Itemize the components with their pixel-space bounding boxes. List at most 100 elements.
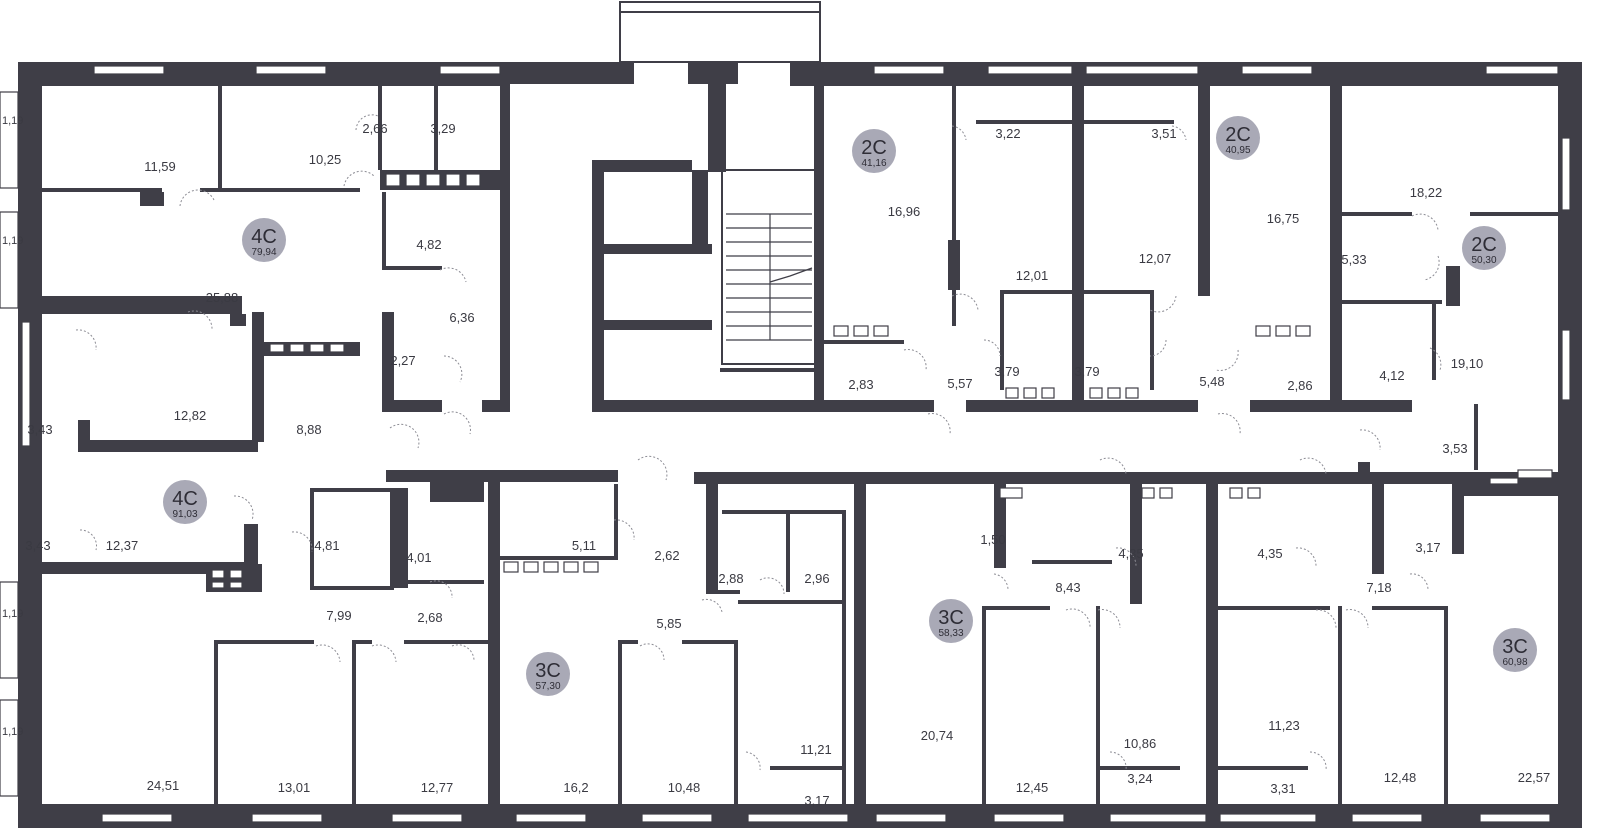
room-area-label: 3,51 xyxy=(1151,126,1176,141)
room-area-label: 11,59 xyxy=(144,159,176,174)
room-area-label: 5,33 xyxy=(1341,252,1366,267)
room-area-label: 4,01 xyxy=(406,550,431,565)
room-area-label: 2,88 xyxy=(718,571,743,586)
apartment-type-label: 2C xyxy=(861,137,887,159)
apartment-total-area: 40,95 xyxy=(1225,145,1250,156)
door-swings xyxy=(75,114,1442,771)
room-area-label: 2,62 xyxy=(654,548,679,563)
room-area-label: 12,48 xyxy=(1384,770,1417,785)
room-area-label: 11,21 xyxy=(800,742,832,757)
balcony-area-label: 1,19 xyxy=(2,115,23,127)
balcony-area-label: 1,19 xyxy=(2,235,23,247)
apartment-type-label: 4C xyxy=(172,488,198,510)
apartment-badges: 4C79,944C91,032C41,162C40,952C50,303C57,… xyxy=(163,116,1537,696)
room-area-label: 25,88 xyxy=(206,290,239,305)
room-area-label: 4,35 xyxy=(1118,546,1143,561)
apartment-badge-circle xyxy=(163,480,207,524)
shaft-blocks xyxy=(211,173,1553,589)
room-area-label: 12,77 xyxy=(421,780,454,795)
room-area-label: 19,10 xyxy=(1451,356,1484,371)
apartment-type-label: 4C xyxy=(251,226,277,248)
room-area-label: 3,22 xyxy=(995,126,1020,141)
room-area-label: 16,75 xyxy=(1267,211,1300,226)
room-area-label: 16,96 xyxy=(888,204,921,219)
apartment-badge-circle xyxy=(852,129,896,173)
room-area-label: 16,2 xyxy=(563,780,588,795)
room-area-label: 7,99 xyxy=(326,608,351,623)
room-area-label: 10,86 xyxy=(1124,736,1157,751)
room-area-label: 4,35 xyxy=(1257,546,1282,561)
stair-steps xyxy=(726,213,813,341)
room-area-label: 8,88 xyxy=(296,422,321,437)
stair-tower xyxy=(619,1,821,372)
room-area-label: 4,82 xyxy=(416,237,441,252)
apartment-type-label: 2C xyxy=(1225,124,1251,146)
apartment-badge-circle xyxy=(242,218,286,262)
apartment-badge-circle xyxy=(1493,628,1537,672)
room-area-label: 4,81 xyxy=(314,538,339,553)
balconies xyxy=(0,91,19,797)
apartment-type-label: 3C xyxy=(1502,636,1528,658)
apartment-total-area: 50,30 xyxy=(1471,255,1496,266)
balcony-area-label: 1,19 xyxy=(2,608,23,620)
room-area-label: 3,17 xyxy=(804,793,829,808)
room-area-label: 4,12 xyxy=(1379,368,1404,383)
room-area-label: 18,22 xyxy=(1410,185,1443,200)
room-area-label: 1,50 xyxy=(980,532,1005,547)
windows xyxy=(21,65,1571,823)
room-area-label: 5,85 xyxy=(656,616,681,631)
apartment-type-label: 3C xyxy=(938,607,964,629)
room-area-label: 12,07 xyxy=(1139,251,1172,266)
room-area-label: 2,96 xyxy=(804,571,829,586)
room-area-label: 3,53 xyxy=(1442,441,1467,456)
room-area-label: 3,79 xyxy=(994,364,1019,379)
room-area-label: 5,48 xyxy=(1199,374,1224,389)
room-area-labels: 11,59 10,25 2,66 3,29 4,82 25,88 6,36 2,27 12,82… xyxy=(25,121,1550,808)
room-area-label: 2,86 xyxy=(1287,378,1312,393)
balcony-area-labels: 1,19 1,19 1,19 1,19 xyxy=(2,115,23,738)
apartment-type-label: 2C xyxy=(1471,234,1497,256)
room-area-label: 6,36 xyxy=(449,310,474,325)
room-area-label: 2,68 xyxy=(417,610,442,625)
apartment-badge-circle xyxy=(1462,226,1506,270)
room-area-label: 8,43 xyxy=(1055,580,1080,595)
room-area-label: 20,74 xyxy=(921,728,954,743)
room-area-label: 7,18 xyxy=(1366,580,1391,595)
room-area-label: 5,57 xyxy=(947,376,972,391)
room-area-label: 3,29 xyxy=(430,121,455,136)
room-area-label: 13,01 xyxy=(278,780,311,795)
room-area-label: 12,82 xyxy=(174,408,207,423)
room-area-label: 24,51 xyxy=(147,778,180,793)
apartment-badge-circle xyxy=(1216,116,1260,160)
interior-walls xyxy=(42,62,1558,804)
room-area-label: 12,45 xyxy=(1016,780,1049,795)
apartment-total-area: 57,30 xyxy=(535,681,560,692)
room-area-label: 22,57 xyxy=(1518,770,1551,785)
room-area-label: 12,37 xyxy=(106,538,139,553)
balcony-area-label: 1,19 xyxy=(2,726,23,738)
room-area-label: 3,17 xyxy=(1415,540,1440,555)
apartment-total-area: 79,94 xyxy=(251,247,276,258)
room-area-label: 3,24 xyxy=(1127,771,1152,786)
apartment-total-area: 91,03 xyxy=(172,509,197,520)
room-area-label: 10,25 xyxy=(309,152,342,167)
apartment-total-area: 58,33 xyxy=(938,628,963,639)
room-area-label: 3,31 xyxy=(1270,781,1295,796)
apartment-total-area: 41,16 xyxy=(861,158,886,169)
room-area-label: 2,66 xyxy=(362,121,387,136)
apartment-type-label: 3C xyxy=(535,660,561,682)
room-area-label: 2,83 xyxy=(848,377,873,392)
room-area-label: 3,79 xyxy=(1074,364,1099,379)
room-area-label: 3,43 xyxy=(25,538,50,553)
room-area-label: 10,48 xyxy=(668,780,701,795)
apartment-badge-circle xyxy=(526,652,570,696)
room-area-label: 2,27 xyxy=(390,353,415,368)
room-area-label: 11,23 xyxy=(1268,718,1300,733)
